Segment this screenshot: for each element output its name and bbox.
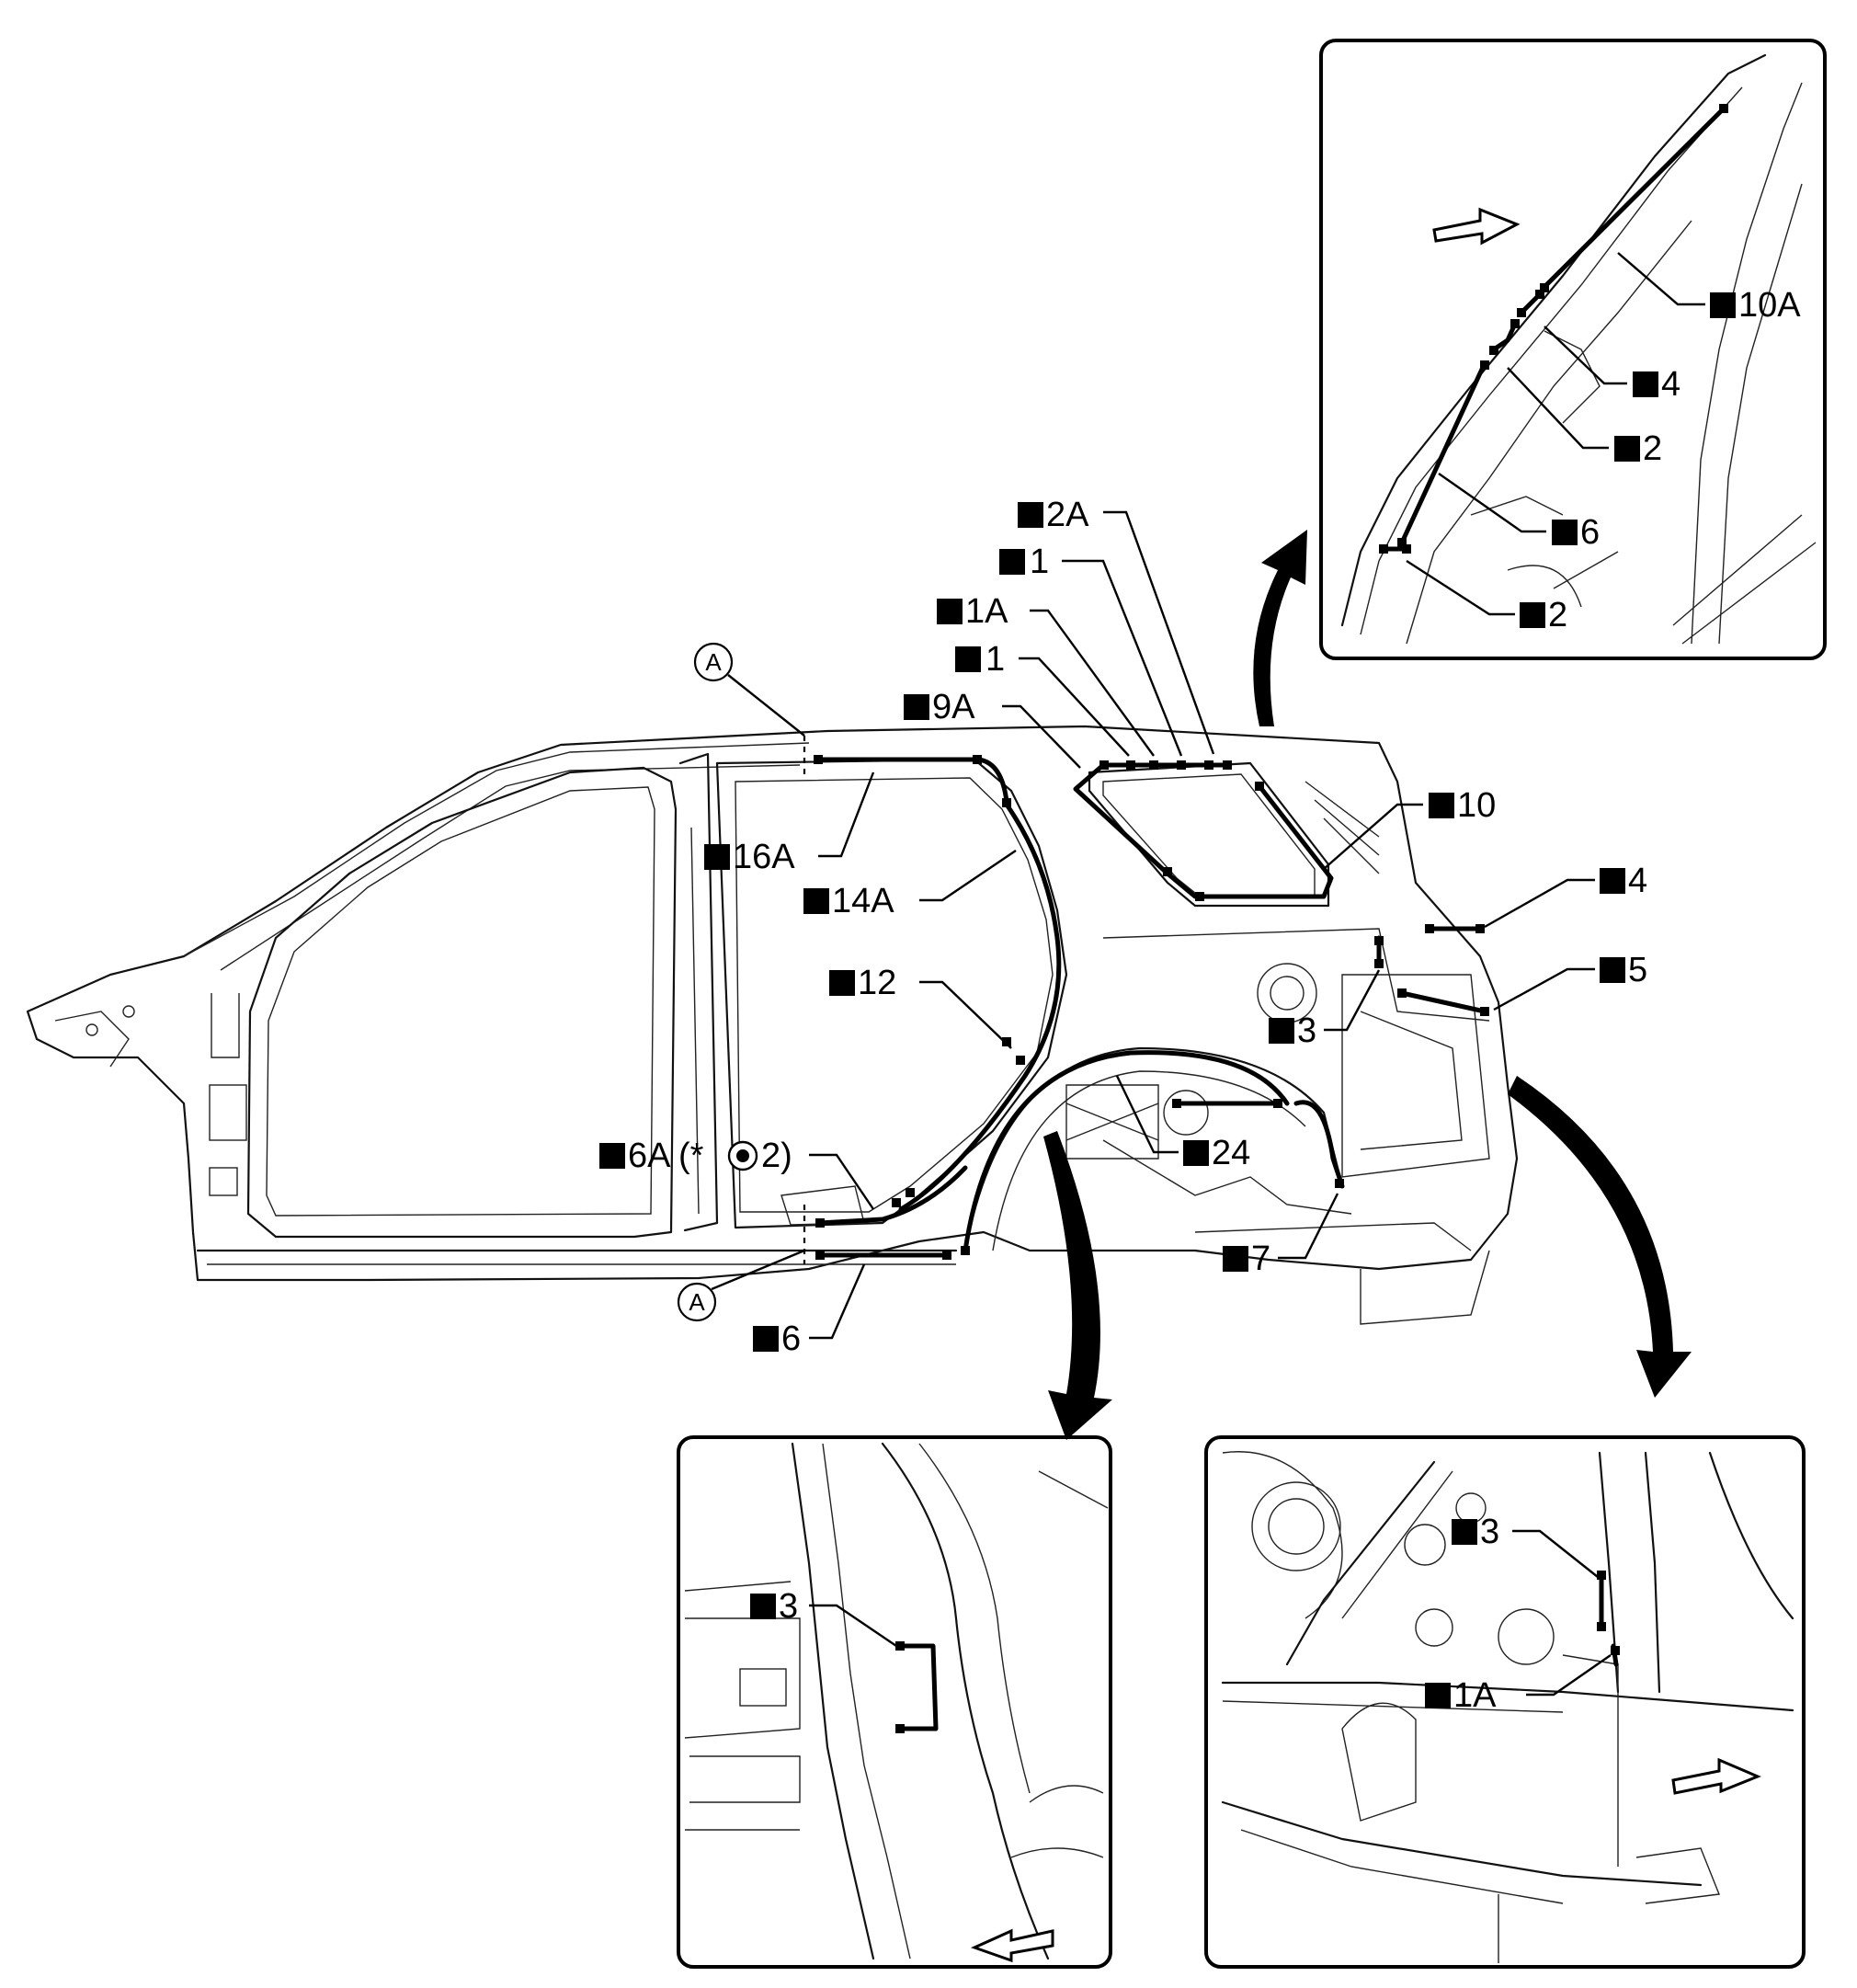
svg-text:12: 12 bbox=[858, 964, 896, 1002]
callout-arrow-bottom-right bbox=[1508, 1076, 1692, 1398]
reference-mark-a-bottom: A bbox=[677, 1249, 805, 1322]
svg-text:3: 3 bbox=[779, 1587, 798, 1626]
svg-text:7: 7 bbox=[1251, 1240, 1270, 1278]
inset-top-right bbox=[1319, 39, 1827, 660]
svg-text:3: 3 bbox=[1297, 1011, 1316, 1050]
svg-text:10A: 10A bbox=[1738, 286, 1801, 325]
inset-top-label-2-upper: 2 bbox=[1507, 367, 1662, 468]
label-2A: 2A bbox=[1018, 496, 1215, 755]
label-12: 12 bbox=[829, 964, 1012, 1049]
svg-text:1A: 1A bbox=[965, 592, 1008, 631]
svg-text:4: 4 bbox=[1661, 365, 1680, 404]
svg-text:3: 3 bbox=[1480, 1513, 1499, 1551]
svg-text:A: A bbox=[689, 1288, 705, 1316]
inset-bottom-right bbox=[1204, 1435, 1806, 1969]
label-24: 24 bbox=[1115, 1075, 1250, 1172]
svg-text:A: A bbox=[705, 648, 722, 676]
reference-mark-a-top: A bbox=[693, 642, 805, 737]
label-4: 4 bbox=[1484, 862, 1647, 929]
svg-text:10: 10 bbox=[1457, 786, 1496, 825]
inset-top-label-4: 4 bbox=[1544, 326, 1680, 404]
inset-top-label-10A: 10A bbox=[1617, 252, 1801, 325]
svg-text:2A: 2A bbox=[1046, 496, 1089, 534]
label-1-top: 1 bbox=[999, 543, 1183, 757]
svg-text:14A: 14A bbox=[832, 882, 894, 920]
label-1-second: 1 bbox=[955, 640, 1130, 757]
bead-end-markers-main bbox=[814, 755, 1489, 1260]
label-16A: 16A bbox=[704, 771, 875, 876]
inset-bottom-left bbox=[677, 1435, 1112, 1969]
inset-bottom-right-label-3: 3 bbox=[1452, 1513, 1599, 1578]
inset-top-label-2-lower: 2 bbox=[1406, 559, 1567, 634]
label-6A: 6A (* 2) bbox=[599, 1137, 874, 1210]
label-7: 7 bbox=[1223, 1193, 1339, 1278]
inset-bottom-left-label-3: 3 bbox=[750, 1587, 897, 1647]
sealer-beads-main bbox=[815, 757, 1487, 1258]
svg-text:6: 6 bbox=[1580, 513, 1600, 552]
svg-text:1: 1 bbox=[1030, 543, 1049, 581]
svg-text:24: 24 bbox=[1212, 1134, 1250, 1172]
svg-text:1A: 1A bbox=[1453, 1676, 1497, 1715]
inset-bottom-right-label-1A: 1A bbox=[1425, 1654, 1612, 1715]
label-1A-top: 1A bbox=[937, 592, 1155, 757]
label-10: 10 bbox=[1323, 786, 1496, 870]
svg-text:9A: 9A bbox=[932, 688, 975, 726]
svg-text:16A: 16A bbox=[733, 838, 795, 876]
svg-text:2): 2) bbox=[761, 1137, 792, 1175]
label-6: 6 bbox=[753, 1263, 866, 1358]
label-9A: 9A bbox=[904, 688, 1081, 769]
svg-text:6A (*: 6A (* bbox=[628, 1137, 704, 1175]
svg-text:5: 5 bbox=[1628, 951, 1647, 989]
callout-arrow-top bbox=[1253, 530, 1307, 726]
svg-text:4: 4 bbox=[1628, 862, 1647, 900]
inset-top-label-6: 6 bbox=[1438, 473, 1600, 552]
svg-text:2: 2 bbox=[1548, 596, 1567, 634]
label-3: 3 bbox=[1269, 969, 1381, 1050]
label-14A: 14A bbox=[803, 850, 1017, 920]
svg-text:2: 2 bbox=[1643, 429, 1662, 468]
svg-text:6: 6 bbox=[781, 1320, 801, 1358]
callout-arrow-bottom-left bbox=[1043, 1131, 1112, 1440]
label-5: 5 bbox=[1493, 951, 1647, 1011]
svg-text:1: 1 bbox=[985, 640, 1005, 679]
